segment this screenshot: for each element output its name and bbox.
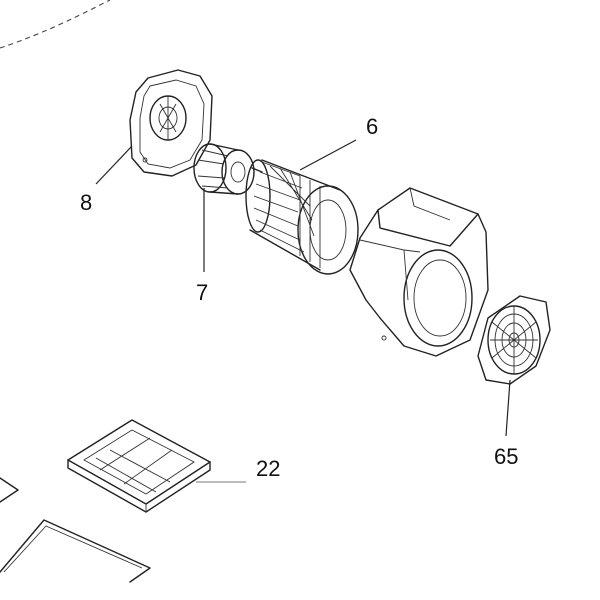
callout-22: 22	[256, 456, 280, 481]
leader-6	[299, 139, 357, 171]
dashed-outline-arc	[0, 0, 111, 49]
callout-7: 7	[196, 280, 208, 305]
callout-6: 6	[366, 114, 378, 139]
leader-8	[95, 145, 133, 185]
part-22-filter	[67, 419, 211, 513]
callout-65: 65	[494, 444, 518, 469]
part-65-grille	[477, 295, 551, 385]
part-6-impeller	[245, 159, 359, 275]
blower-housing	[349, 187, 489, 357]
frame-outlines	[0, 477, 151, 583]
part-7-motor	[193, 143, 263, 195]
leader-65	[505, 379, 511, 437]
part-8-back-plate	[129, 69, 213, 177]
callout-8: 8	[80, 190, 92, 215]
